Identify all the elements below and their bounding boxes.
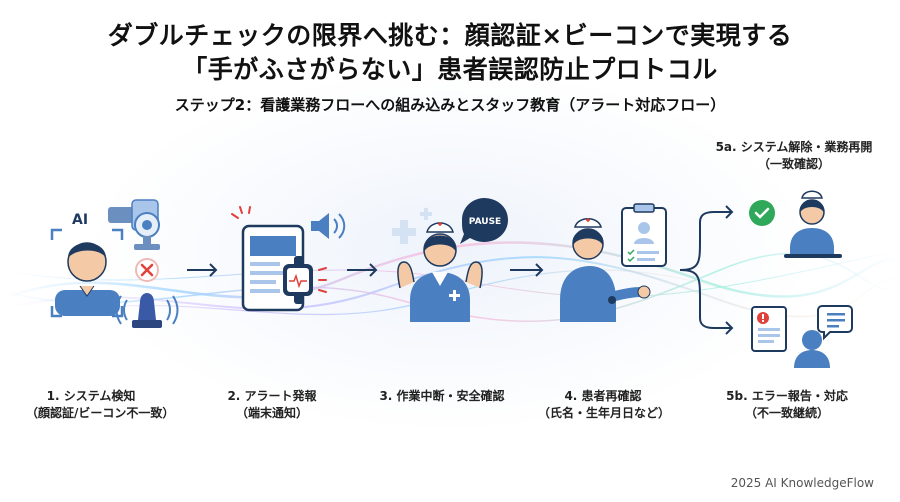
step4-label: 4. 患者再確認 （氏名・生年月日など） [538,388,668,422]
step3-label: 3. 作業中断・安全確認 [372,388,512,405]
step5a-label: 5a. システム解除・業務再開 （一致確認） [704,139,884,173]
step3-title: 3. 作業中断・安全確認 [372,388,512,405]
step2-title: 2. アラート発報 [212,388,332,405]
step5b-chat-bubble-icon [818,306,852,338]
step5a-check-icon [749,200,775,226]
step5b-label: 5b. エラー報告・対応 （不一致継続） [722,388,852,422]
step5b-report-doc-icon [752,307,786,351]
step2-detail: （端末通知） [212,405,332,422]
step5a-title: 5a. システム解除・業務再開 [704,139,884,156]
camera-icon [108,200,160,250]
pause-bubble-icon: PAUSE [460,198,508,244]
step1-title: 1. システム検知 [26,388,156,405]
step1-detail: （顔認証/ビーコン不一致） [26,405,156,422]
decorative-crosses [392,208,432,244]
patient-id-clipboard-icon [622,204,666,266]
pause-text: PAUSE [469,217,501,227]
step5a-nurse-icon [784,191,842,258]
step4-title: 4. 患者再確認 [538,388,668,405]
mismatch-x-icon [136,259,158,281]
step5b-detail: （不一致継続） [722,405,852,422]
step5a-detail: （一致確認） [704,156,884,173]
footer-credit: 2025 AI KnowledgeFlow [731,476,874,490]
speaker-icon [311,213,344,239]
step2-label: 2. アラート発報 （端末通知） [212,388,332,422]
step1-detection-icon: AI [52,212,122,316]
step5b-title: 5b. エラー報告・対応 [722,388,852,405]
step4-detail: （氏名・生年月日など） [538,405,668,422]
ai-text: AI [72,212,88,228]
step1-label: 1. システム検知 （顔認証/ビーコン不一致） [26,388,156,422]
